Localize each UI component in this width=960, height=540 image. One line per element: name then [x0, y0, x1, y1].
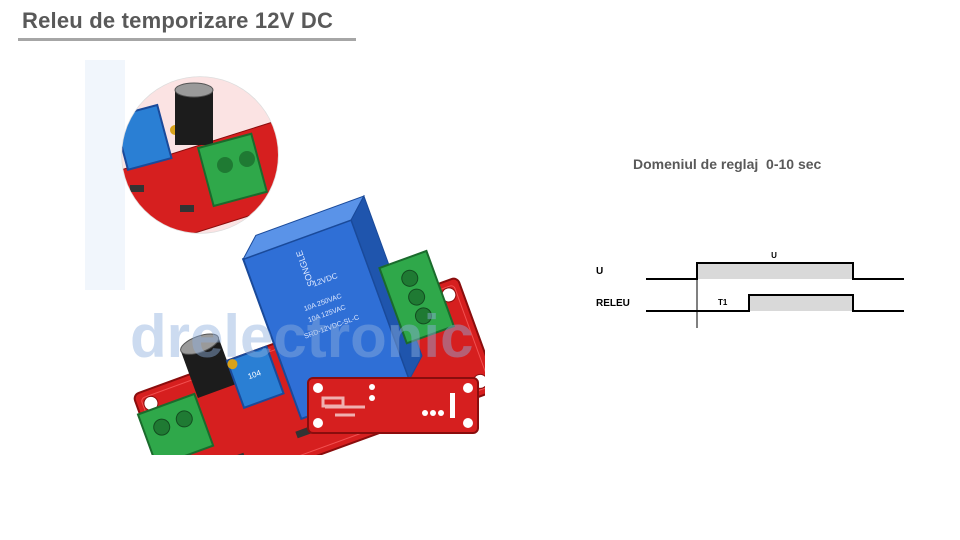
photo-backdrop	[85, 60, 125, 290]
terminal-block-right	[378, 249, 456, 345]
back-board	[307, 377, 479, 434]
timing-diagram: U U RELEU T1	[596, 251, 904, 328]
page-title: Releu de temporizare 12V DC	[22, 8, 334, 33]
u-signal-line	[646, 262, 904, 280]
capacitor	[180, 333, 236, 398]
watermark: drelectronic	[130, 303, 473, 370]
delay-label: T1	[718, 298, 728, 307]
u-pulse-label: U	[771, 251, 777, 260]
relay-pulse-fill	[749, 295, 853, 311]
row-label-relay: RELEU	[596, 298, 630, 309]
terminal-block-left	[136, 392, 215, 455]
potentiometer: 104	[225, 345, 285, 410]
u-pulse-fill	[697, 263, 853, 279]
row-label-u: U	[596, 266, 603, 277]
main-board: SONGLE 12VDC 10A 250VAC 10A 125VAC SRD-1…	[133, 194, 485, 455]
product-photo: SONGLE 12VDC 10A 250VAC 10A 125VAC SRD-1…	[85, 60, 485, 455]
pot-label: 104	[247, 368, 263, 381]
smd-part	[295, 426, 311, 439]
title-underline	[18, 38, 356, 41]
range-caption: Domeniul de reglaj 0-10 sec	[633, 156, 822, 172]
zoom-inset	[121, 76, 279, 234]
relay-signal-line	[646, 294, 904, 312]
